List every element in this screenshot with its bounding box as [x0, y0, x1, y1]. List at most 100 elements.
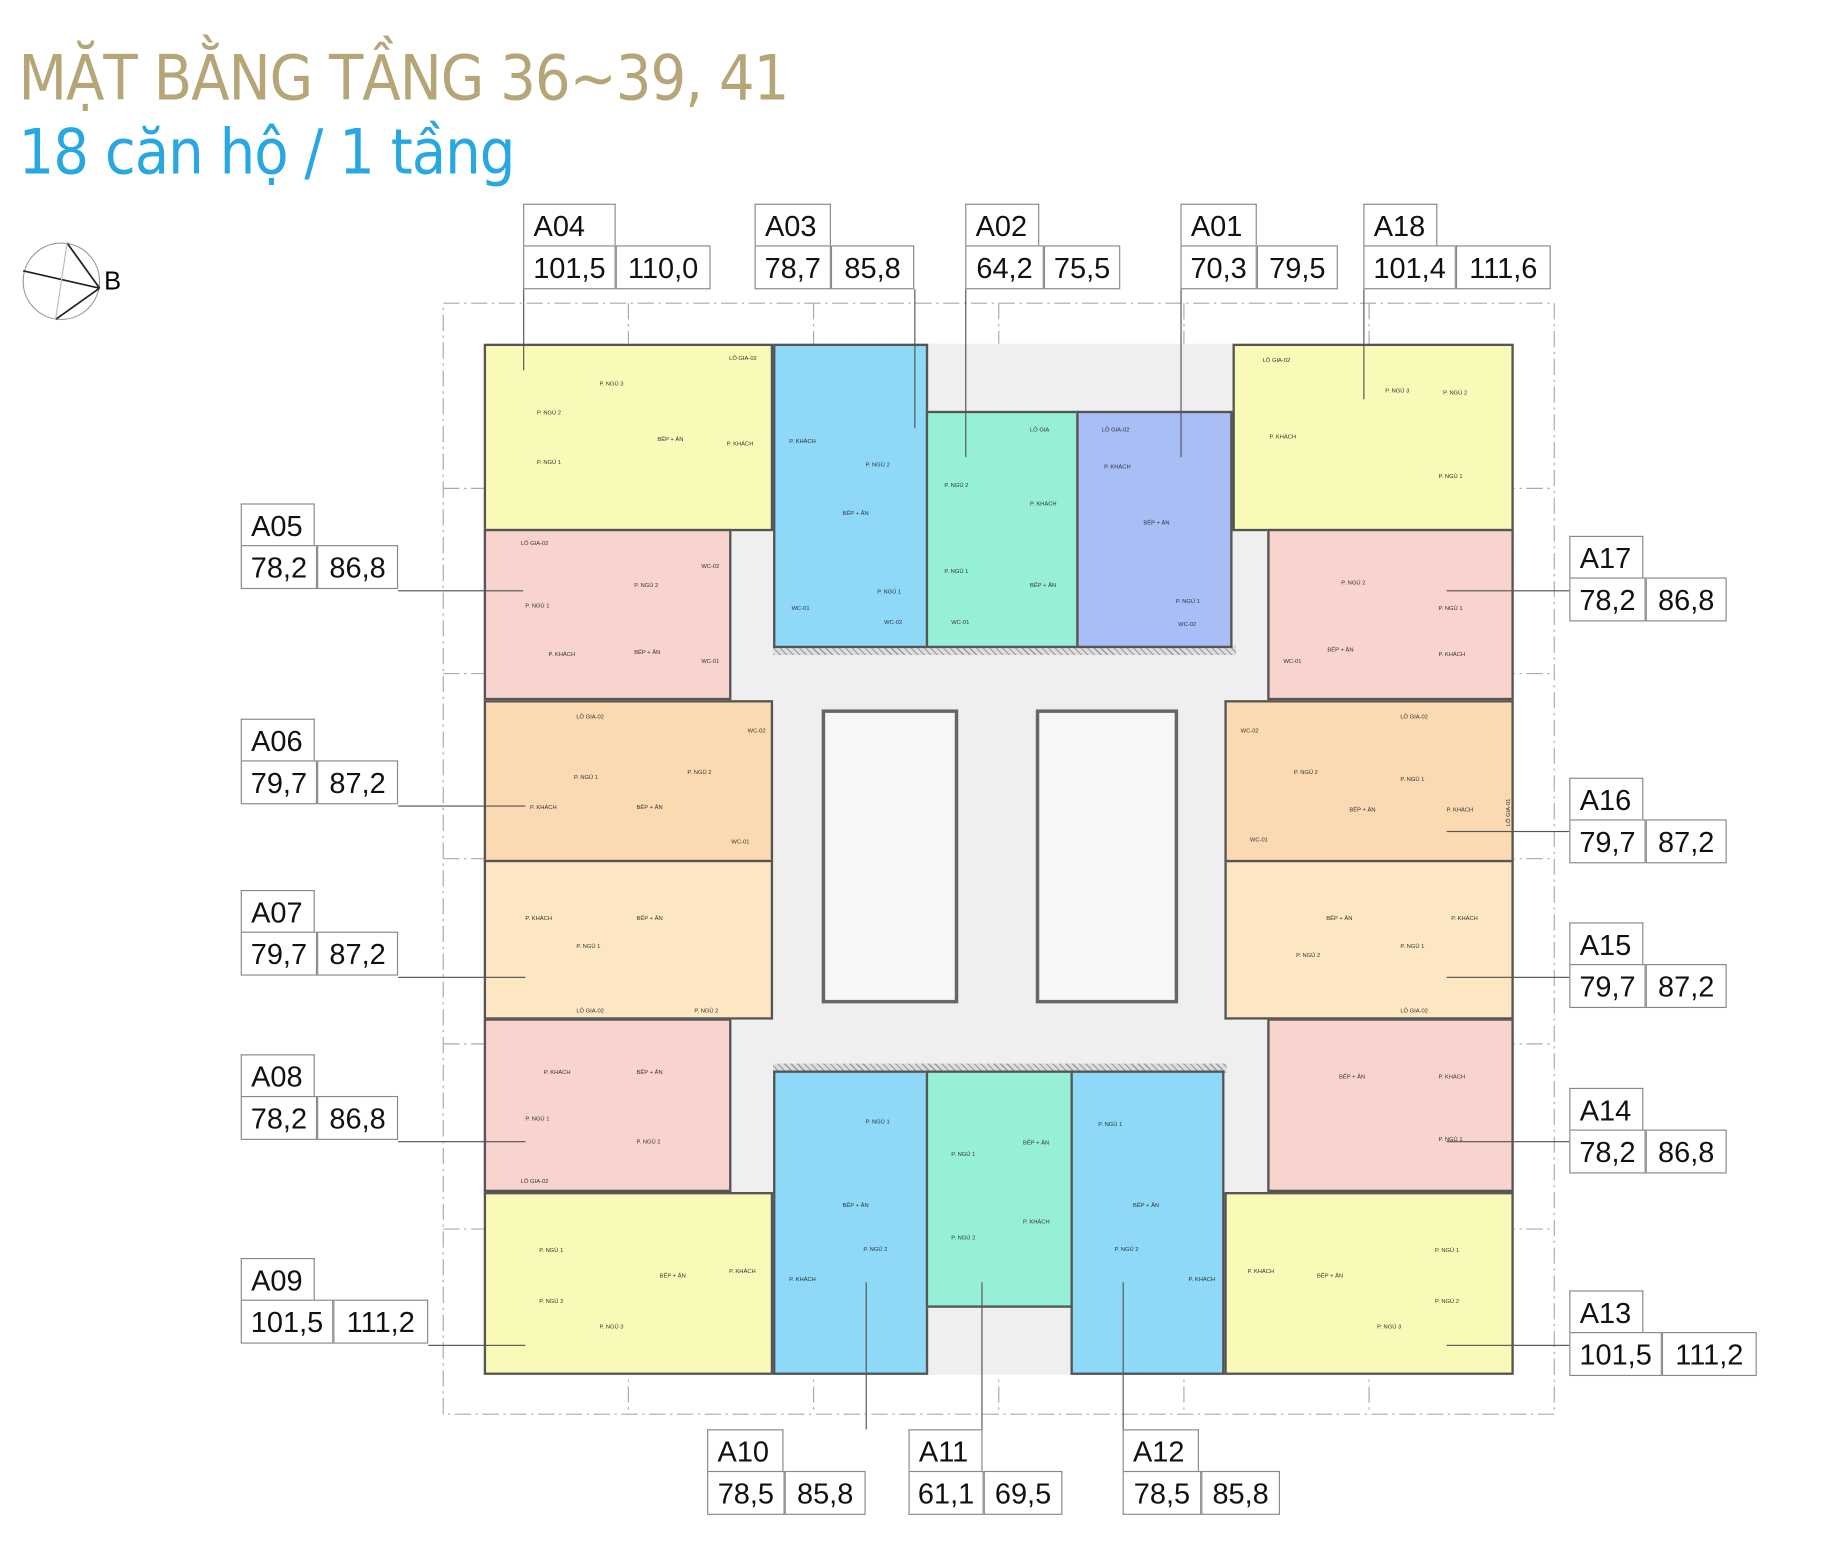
leader-A15 [1446, 976, 1570, 978]
room-label: WC-01 [701, 658, 720, 666]
unit-area-2: 86,8 [1645, 577, 1727, 622]
unit-area-2: 79,5 [1256, 245, 1338, 290]
room-label: LÔ GIA-02 [576, 1008, 605, 1015]
room-label: P. NGỦ 1 [877, 589, 902, 597]
room-label: BẾP + ĂN [1326, 915, 1353, 923]
room-label: BẾP + ĂN [1317, 1273, 1344, 1280]
unit-code: A10 [707, 1429, 784, 1471]
unit-area-1: 79,7 [240, 760, 318, 805]
north-compass-icon [22, 242, 101, 321]
unit-code: A08 [240, 1054, 315, 1096]
unit-code: A18 [1363, 203, 1438, 246]
leader-A12 [1122, 1282, 1124, 1430]
unit-A12[interactable]: P. NGỦ 1 BẾP + ĂN P. NGỦ 2 P. KHÁCH [1070, 1070, 1225, 1375]
unit-area-1: 78,2 [240, 545, 318, 590]
room-label: LÔ GIA-02 [520, 540, 549, 548]
unit-area-1: 101,5 [523, 245, 616, 290]
leader-A07 [398, 976, 526, 978]
room-label: WC-01 [1249, 836, 1268, 844]
unit-A10[interactable]: P. NGỦ 1 BẾP + ĂN P. NGỦ 2 P. KHÁCH [773, 1070, 929, 1375]
room-label: P. NGỦ 1 [1438, 473, 1463, 481]
unit-A16[interactable]: WC-02 P. NGỦ 2 P. NGỦ 1 LÔ GIA-02 BẾP + … [1224, 700, 1514, 863]
unit-A05[interactable]: LÔ GIA-02 P. NGỦ 1 P. NGỦ 2 P. KHÁCH BẾP… [483, 528, 732, 701]
unit-area-1: 79,7 [240, 931, 318, 976]
room-label: P. NGỦ 2 [687, 769, 712, 777]
room-label: P. NGỦ 2 [694, 1008, 719, 1015]
unit-A02[interactable]: P. NGỦ 2 P. KHÁCH LÔ GIA P. NGỦ 1 BẾP + … [925, 410, 1079, 649]
unit-area-1: 101,5 [1569, 1332, 1662, 1377]
room-label: WC-01 [791, 605, 810, 613]
room-label: LÔ GIA [1029, 427, 1050, 434]
unit-area-2: 111,6 [1455, 245, 1551, 290]
leader-A13 [1446, 1344, 1570, 1346]
room-label: BẾP + ĂN [636, 1069, 663, 1077]
leader-A10 [865, 1282, 867, 1430]
room-label: P. NGỦ 1 [1400, 776, 1425, 784]
unit-A11[interactable]: P. NGỦ 1 BẾP + ĂN P. KHÁCH P. NGỦ 2 [925, 1070, 1073, 1308]
room-label: P. KHÁCH [1269, 433, 1297, 441]
room-label: P. NGỦ 2 [1296, 952, 1321, 960]
unit-A09[interactable]: P. NGỦ 1 BẾP + ĂN P. KHÁCH P. NGỦ 2 P. N… [483, 1192, 774, 1375]
unit-A08[interactable]: P. KHÁCH BẾP + ĂN P. NGỦ 1 P. NGỦ 2 LÔ G… [483, 1018, 732, 1193]
unit-code: A09 [240, 1257, 315, 1300]
room-label: BẾP + ĂN [636, 915, 663, 923]
unit-A01[interactable]: LÔ GIA-02 P. KHÁCH BẾP + ĂN P. NGỦ 1 WC-… [1076, 410, 1233, 649]
unit-A15[interactable]: BẾP + ĂN P. KHÁCH P. NGỦ 2 P. NGỦ 1 LÔ G… [1224, 859, 1514, 1020]
room-label: P. KHÁCH [1438, 651, 1466, 659]
room-label: P. NGỦ 1 [1098, 1121, 1123, 1129]
room-label: BẾP + ĂN [634, 649, 661, 657]
unit-area-2: 87,2 [317, 931, 399, 976]
page-subtitle: 18 căn hộ / 1 tầng [18, 115, 516, 189]
room-label: LÔ GIA-01 [1505, 798, 1513, 827]
room-label: P. KHÁCH [726, 440, 754, 448]
unit-code: A13 [1569, 1290, 1644, 1333]
leader-A17 [1446, 590, 1570, 592]
unit-A06[interactable]: LÔ GIA-02 P. NGỦ 1 P. NGỦ 2 P. KHÁCH BẾP… [483, 700, 774, 863]
unit-A14[interactable]: BẾP + ĂN P. KHÁCH P. NGỦ 1 [1267, 1018, 1514, 1193]
stair-elevator-core-right [1035, 709, 1179, 1004]
unit-area-1: 78,5 [707, 1470, 785, 1515]
room-label: P. KHÁCH [789, 438, 816, 446]
room-label: P. NGỦ 3 [599, 1323, 624, 1331]
page-title: MẶT BẰNG TẦNG 36~39, 41 [18, 41, 790, 115]
unit-area-1: 101,5 [240, 1299, 334, 1344]
room-label: P. NGỦ 2 [1341, 579, 1366, 587]
corridor-wall-bottom [773, 1063, 1227, 1073]
room-label: P. NGỦ 2 [539, 1298, 564, 1306]
unit-A17[interactable]: P. NGỦ 2 P. NGỦ 1 BẾP + ĂN P. KHÁCH WC-0… [1267, 528, 1514, 701]
unit-code: A17 [1569, 535, 1644, 578]
room-label: LÔ GIA-02 [1400, 1008, 1428, 1015]
room-label: LÔ GIA-02 [1101, 427, 1130, 434]
unit-A13[interactable]: P. KHÁCH BẾP + ĂN P. NGỦ 1 P. NGỦ 2 P. N… [1224, 1192, 1514, 1375]
leader-A09 [428, 1344, 526, 1346]
room-label: P. NGỦ 2 [636, 1138, 661, 1146]
unit-A07[interactable]: P. KHÁCH BẾP + ĂN P. NGỦ 1 P. NGỦ 2 LÔ G… [483, 859, 774, 1020]
room-label: P. NGỦ 2 [536, 409, 562, 417]
unit-area-2: 87,2 [317, 760, 399, 805]
room-label: LÔ GIA-02 [1262, 357, 1291, 365]
unit-code: A16 [1569, 777, 1644, 820]
room-label: BẾP + ĂN [842, 510, 869, 518]
unit-code: A07 [240, 889, 315, 932]
leader-A05 [398, 590, 524, 592]
room-label: WC-02 [1240, 727, 1259, 735]
unit-A03[interactable]: P. KHÁCH P. NGỦ 2 BẾP + ĂN P. NGỦ 1 WC-0… [773, 343, 929, 649]
room-label: BẾP + ĂN [1023, 1139, 1050, 1147]
unit-code: A14 [1569, 1087, 1644, 1130]
room-label: P. NGỦ 2 [951, 1234, 976, 1242]
unit-area-2: 75,5 [1043, 245, 1121, 290]
room-label: P. NGỦ 2 [1443, 390, 1468, 397]
room-label: LÔ GIA-02 [729, 355, 757, 363]
room-label: P. NGỦ 1 [525, 1115, 550, 1123]
room-label: P. NGỦ 1 [1435, 1247, 1460, 1255]
unit-A18[interactable]: LÔ GIA-02 P. KHÁCH P. NGỦ 3 P. NGỦ 2 P. … [1232, 343, 1514, 532]
room-label: WC-01 [731, 839, 750, 846]
unit-area-1: 64,2 [965, 245, 1044, 290]
unit-A04[interactable]: P. NGỦ 2 P. NGỦ 3 BẾP + ĂN P. KHÁCH P. N… [483, 343, 774, 532]
unit-area-1: 79,7 [1569, 964, 1646, 1009]
room-label: P. NGỦ 1 [944, 568, 969, 576]
room-label: WC-02 [747, 727, 766, 735]
room-label: P. NGỦ 1 [576, 943, 601, 951]
room-label: P. KHÁCH [729, 1268, 756, 1276]
unit-area-1: 78,2 [1569, 577, 1646, 622]
